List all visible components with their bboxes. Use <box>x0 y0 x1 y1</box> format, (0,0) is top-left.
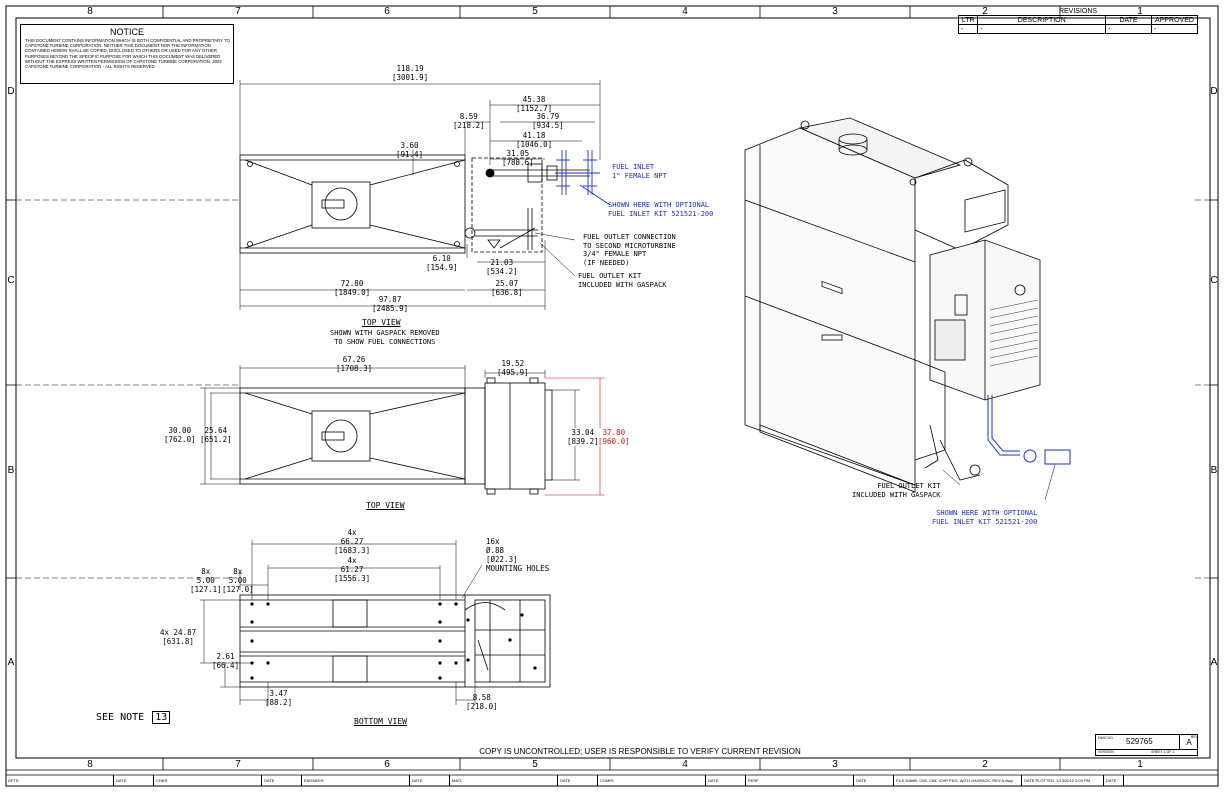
signature-cell: DATE <box>114 775 154 786</box>
zone-left-A: A <box>7 657 15 668</box>
bottom-view-label: BOTTOM VIEW <box>354 717 407 726</box>
dim-25-64: 25.64[651.2] <box>200 426 232 444</box>
zone-top-8: 8 <box>87 6 93 17</box>
rev-letter: A <box>1186 738 1192 747</box>
revisions-table: REVISIONS LTR DESCRIPTION DATE APPROVED … <box>957 7 1198 34</box>
top-view-2-label: TOP VIEW <box>366 501 405 510</box>
zone-left-C: C <box>7 275 15 286</box>
zone-top-7: 7 <box>235 6 241 17</box>
dim-30-00: 30.00[762.0] <box>164 426 196 444</box>
zone-right-C: C <box>1210 275 1218 286</box>
uncontrolled-copy-text: COPY IS UNCONTROLLED; USER IS RESPONSIBL… <box>479 747 801 756</box>
dim-overall-length: 118.19[3001.9] <box>392 64 429 82</box>
dim-41-18: 41.18[1046.0] <box>516 131 553 149</box>
dim-97-87: 97.87[2485.9] <box>372 295 409 313</box>
signature-cell: MATL <box>450 775 558 786</box>
dim-8-59: 8.59[218.2] <box>453 112 485 130</box>
zone-top-6: 6 <box>384 6 390 17</box>
signature-cell: DATE <box>558 775 598 786</box>
signature-cell: ENGNEER <box>302 775 410 786</box>
title-block: DWG NO. 529765 REV A VERSION SHEET 1 OF … <box>1095 734 1198 756</box>
rev-cell: - <box>957 24 979 34</box>
zone-right-A: A <box>1210 657 1218 668</box>
zone-bottom-8: 8 <box>87 759 93 770</box>
zone-bottom-5: 5 <box>532 759 538 770</box>
zone-bottom-7: 7 <box>235 759 241 770</box>
dim-72-80: 72.80[1849.0] <box>334 279 371 297</box>
dim-31-05: 31.05[788.6] <box>502 149 534 167</box>
dim-2-61: 2.61[66.4] <box>212 652 240 670</box>
rev-box: REV A <box>1179 735 1198 749</box>
zone-top-4: 4 <box>682 6 688 17</box>
dim-21-03: 21.03[534.2] <box>486 258 518 276</box>
dim-19-52: 19.52[495.9] <box>497 359 529 377</box>
notice-box: NOTICE THIS DOCUMENT CONTAINS INFORMATIO… <box>20 24 234 84</box>
zone-bottom-1: 1 <box>1137 759 1143 770</box>
signature-cell: FILE NAME: C65, C65, ICHP PKG, WITH GASP… <box>894 775 1022 786</box>
see-note-text: SEE NOTE <box>96 712 145 723</box>
drawing-number: 529765 <box>1126 737 1153 746</box>
signature-cell: DATE <box>262 775 302 786</box>
zone-bottom-3: 3 <box>832 759 838 770</box>
signature-cell: DATE <box>854 775 894 786</box>
zone-top-3: 3 <box>832 6 838 17</box>
dim-3-47: 3.47[88.2] <box>265 689 293 707</box>
dim-67-26: 67.26[1708.3] <box>336 355 373 373</box>
signature-cell: DATE <box>706 775 746 786</box>
version-label: VERSION <box>1098 750 1114 754</box>
rev-cell: - <box>1151 24 1198 34</box>
dim-45-38: 45.38[1152.7] <box>516 95 553 113</box>
signature-cell: CHKR <box>154 775 262 786</box>
zone-top-5: 5 <box>532 6 538 17</box>
dim-36-79: 36.79[934.5] <box>532 112 564 130</box>
dwg-no-label: DWG NO. <box>1098 736 1114 740</box>
notice-title: NOTICE <box>109 27 144 37</box>
dim-33-04: 33.04[839.2] <box>567 428 599 446</box>
zone-right-B: B <box>1210 465 1218 476</box>
top-view-1-label: TOP VIEW <box>362 318 401 327</box>
see-note: SEE NOTE 13 <box>96 711 171 724</box>
signature-cell: COMPL <box>598 775 706 786</box>
signature-cell: DATE <box>1104 775 1124 786</box>
dim-6-10: 6.10[154.9] <box>426 254 458 272</box>
dim-37-80: 37.80[960.0] <box>598 428 630 446</box>
signature-cell: DFTD <box>6 775 114 786</box>
zone-bottom-2: 2 <box>982 759 988 770</box>
signature-cell: PERF <box>746 775 854 786</box>
signature-cell: DATE PLOTTED: 1/13/2012 2:03 PM <box>1022 775 1104 786</box>
note-number-box: 13 <box>152 711 171 724</box>
dim-24-87: 4x 24.87[631.8] <box>160 628 197 646</box>
rev-label: REV <box>1190 735 1198 739</box>
zone-bottom-4: 4 <box>682 759 688 770</box>
dim-3-60: 3.60[91.4] <box>396 141 424 159</box>
zone-bottom-6: 6 <box>384 759 390 770</box>
zone-left-B: B <box>7 465 15 476</box>
notice-body: THIS DOCUMENT CONTAINS INFORMATION WHICH… <box>25 38 230 70</box>
dim-25-07: 25.07[636.8] <box>491 279 523 297</box>
zone-right-D: D <box>1210 86 1218 97</box>
sheet-label: SHEET 1 OF 1 <box>1151 750 1175 754</box>
zone-left-D: D <box>7 86 15 97</box>
signature-cell: DATE <box>410 775 450 786</box>
dim-8-58: 8.58[218.0] <box>466 693 498 711</box>
